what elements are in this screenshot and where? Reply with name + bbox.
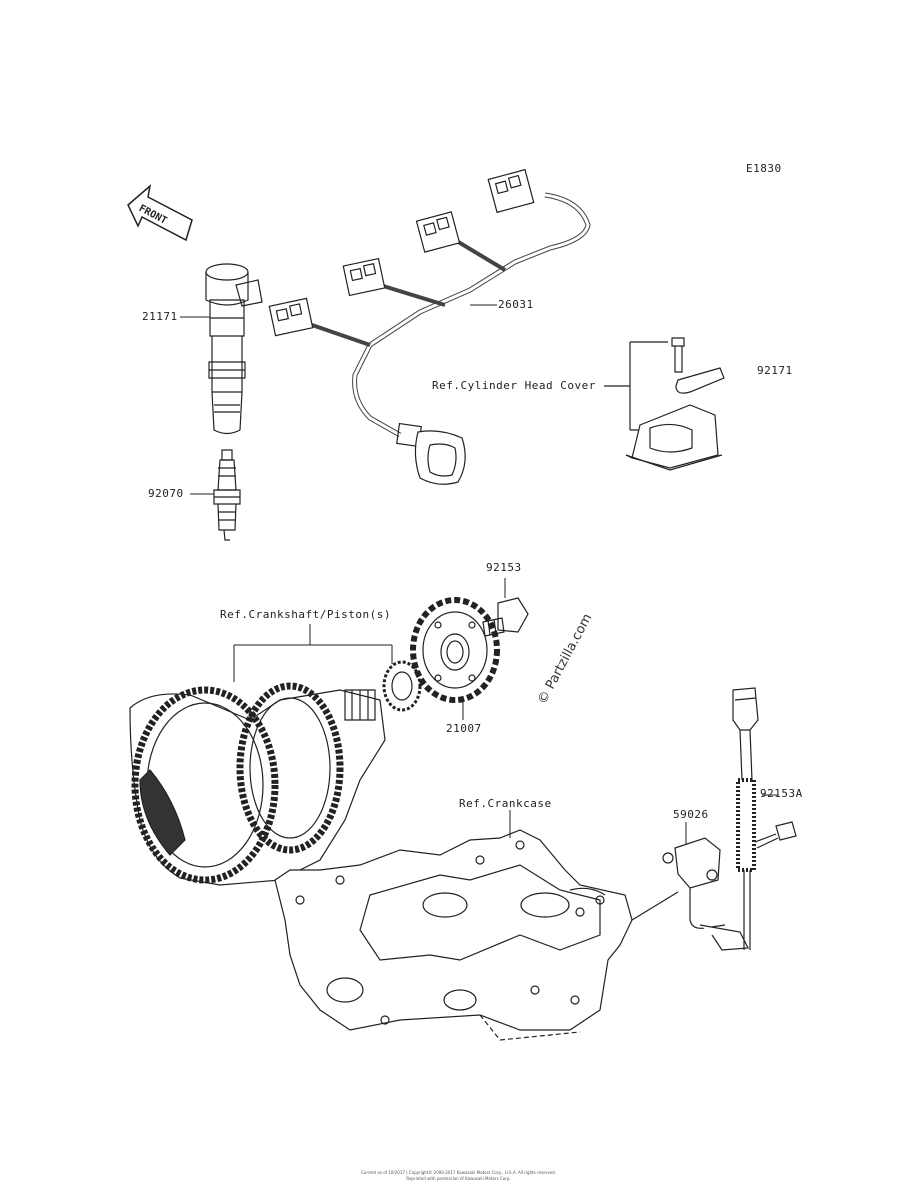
- ignition-coil: [206, 264, 262, 434]
- spark-plug: [214, 450, 240, 540]
- front-arrow-icon: [128, 186, 192, 240]
- crank-sensor: [632, 838, 748, 950]
- crankcase: [275, 830, 632, 1040]
- part-label-92070[interactable]: 92070: [148, 487, 184, 500]
- part-label-59026[interactable]: 59026: [673, 808, 709, 821]
- part-label-21171[interactable]: 21171: [142, 310, 178, 323]
- timing-rotor-gear: [413, 600, 497, 700]
- ref-cylinder-head-cover[interactable]: Ref.Cylinder Head Cover: [432, 379, 596, 392]
- bolt: [483, 598, 528, 636]
- crankshaft: [130, 686, 385, 885]
- ref-crankcase[interactable]: Ref.Crankcase: [459, 797, 552, 810]
- diagram-code: E1830: [746, 162, 782, 175]
- cylinder-head-cover: [604, 338, 724, 470]
- footer-line-2: Reprinted with permission of Kawasaki Mo…: [406, 1176, 511, 1181]
- leader-lines: [180, 305, 778, 844]
- wiring-harness: [269, 170, 588, 485]
- collar: [384, 662, 420, 710]
- part-label-92153[interactable]: 92153: [486, 561, 522, 574]
- ref-crankshaft-piston[interactable]: Ref.Crankshaft/Piston(s): [220, 608, 391, 621]
- part-label-92171[interactable]: 92171: [757, 364, 793, 377]
- footer-line-1: Current as of 10/2017 | Copyright© 2000-…: [361, 1170, 556, 1175]
- part-label-21007[interactable]: 21007: [446, 722, 482, 735]
- part-label-26031[interactable]: 26031: [498, 298, 534, 311]
- part-label-92153a[interactable]: 92153A: [760, 787, 803, 800]
- sensor-rod: [733, 688, 796, 950]
